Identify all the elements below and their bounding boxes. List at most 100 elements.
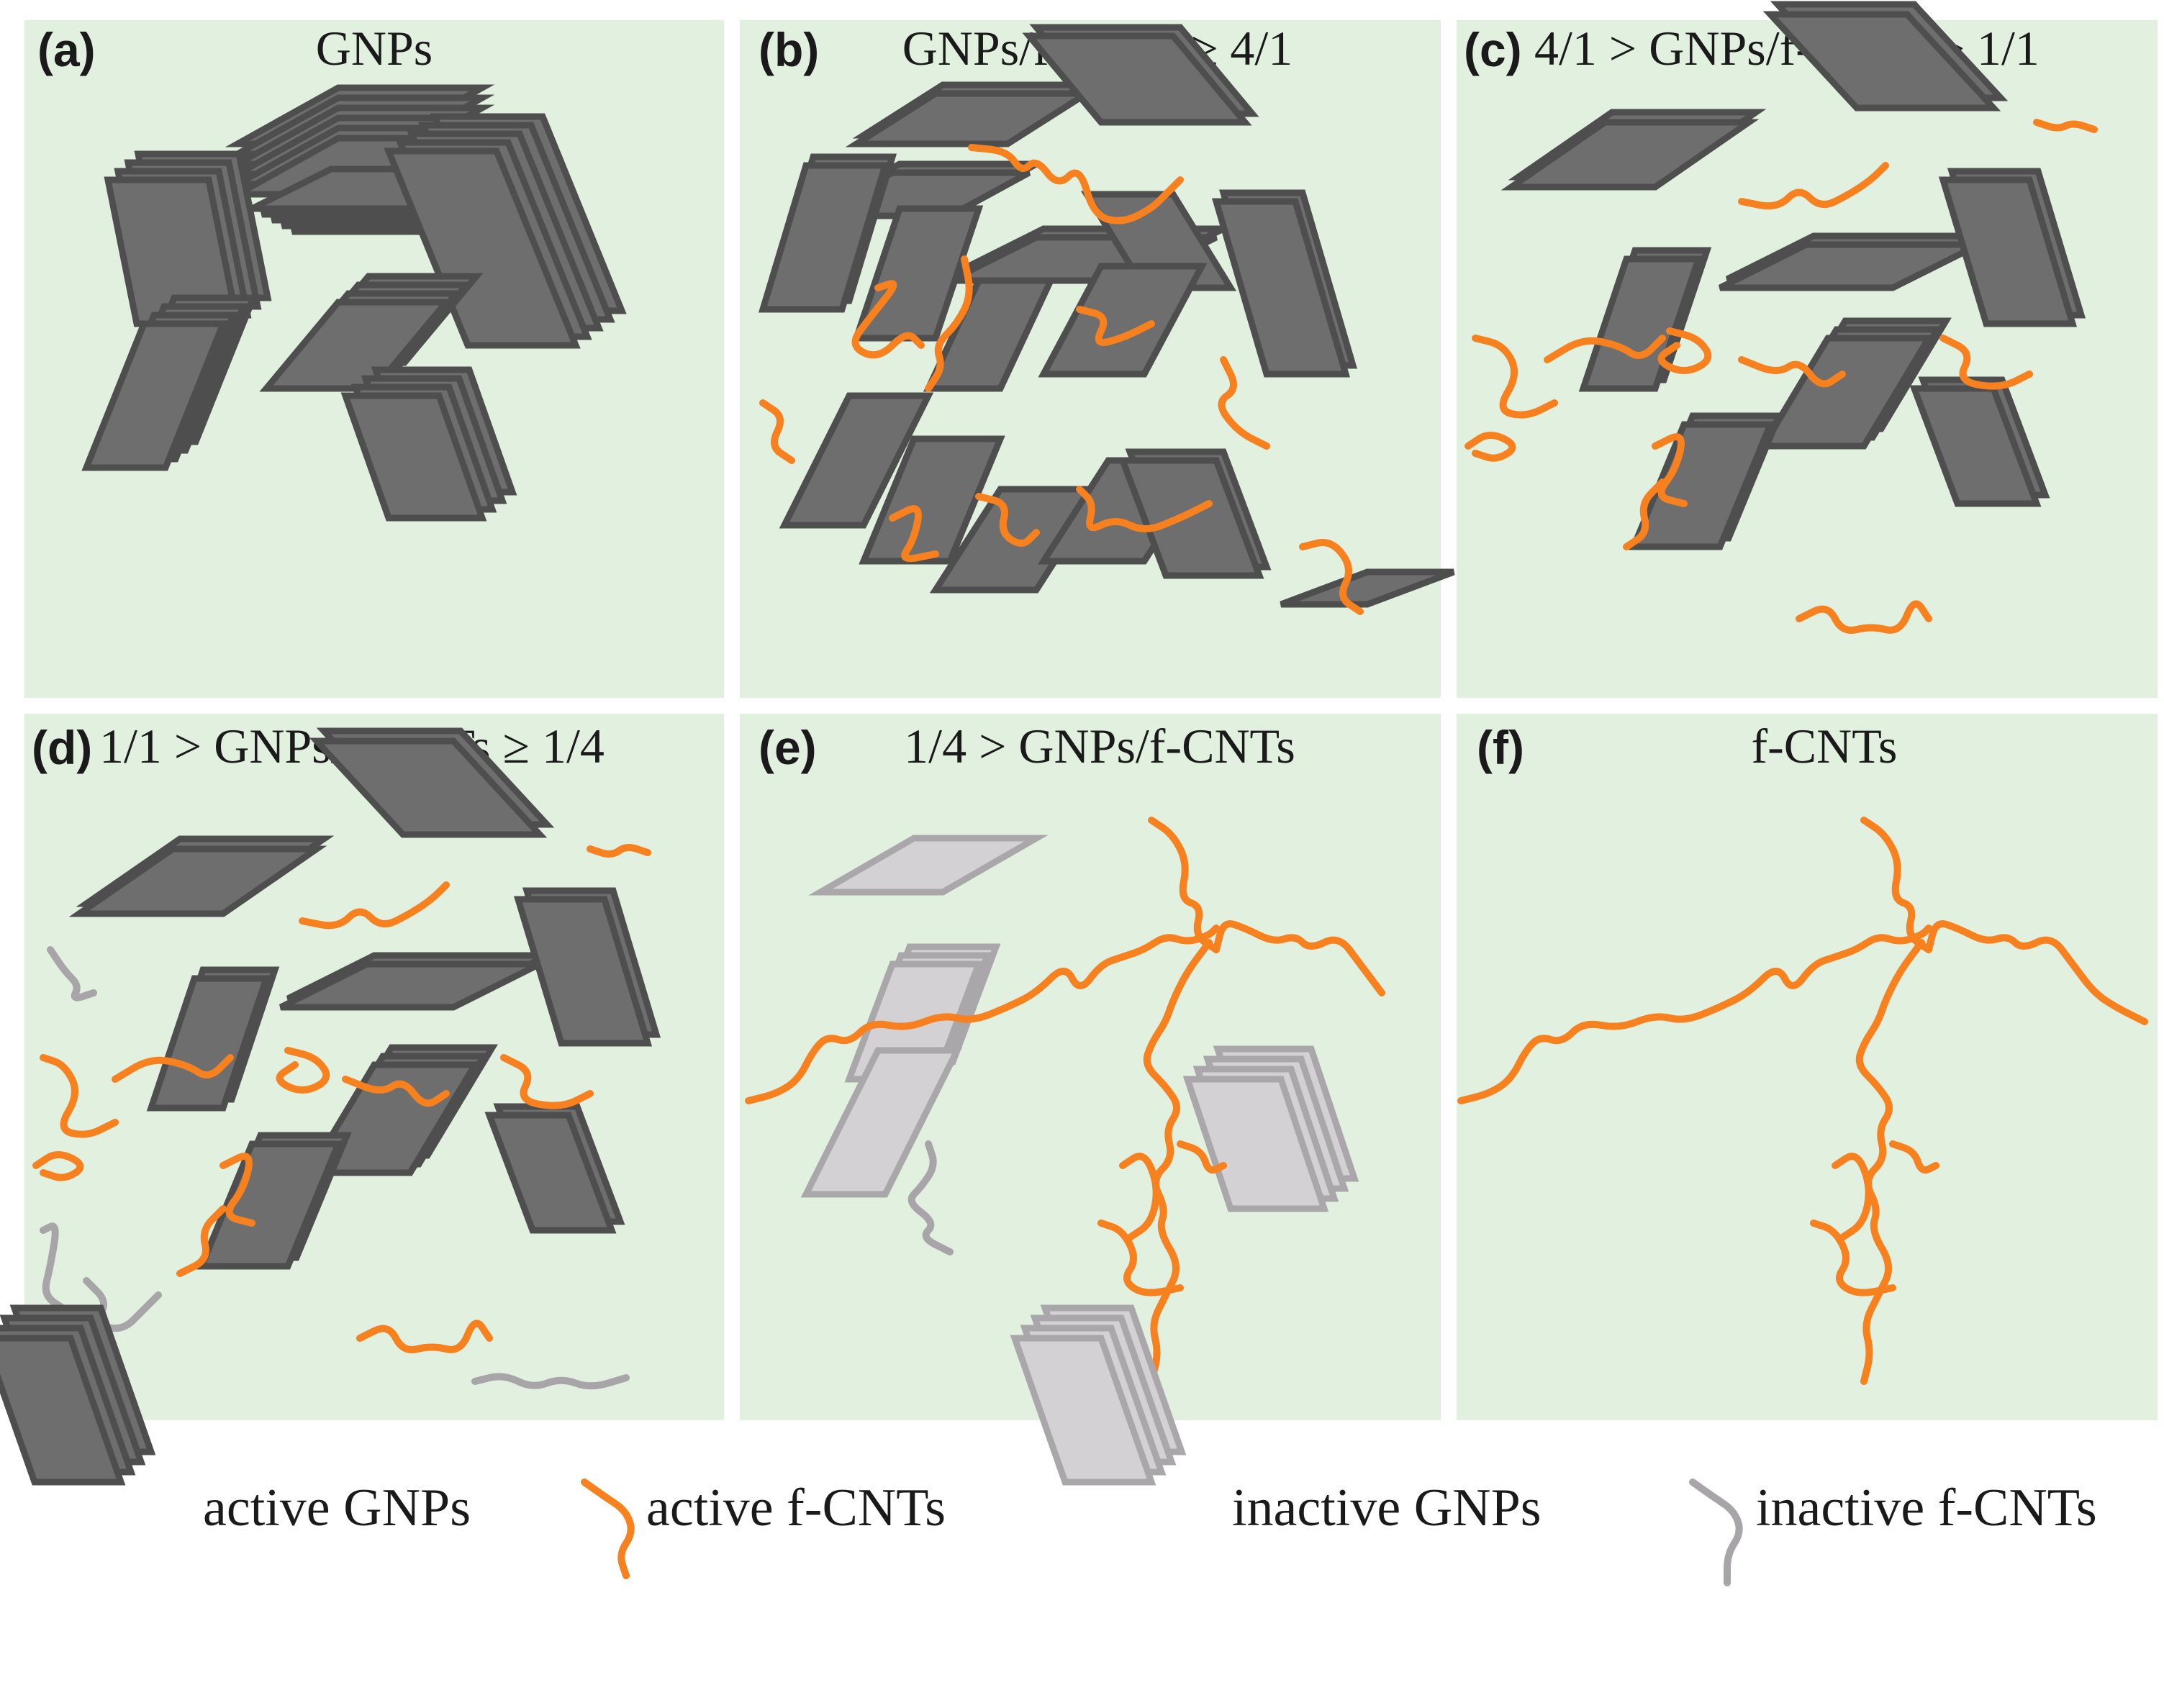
active-cnt-curve (299, 881, 450, 930)
inactive-cnt-curve (47, 946, 97, 1001)
cnt-path (1299, 539, 1364, 615)
gnp-stack-icon (1629, 412, 1784, 550)
gnp-stack-icon (758, 153, 897, 313)
panel-f-letter: (f) (1477, 721, 1524, 774)
cnt-path (1177, 1140, 1227, 1174)
panel-b-graphics (758, 24, 1455, 615)
cnt-path (1076, 486, 1213, 532)
gnp-stack-icon (81, 294, 258, 471)
legend-label-inactive-gnps: inactive GNPs (1232, 1478, 1541, 1537)
cnt-path (1148, 817, 1220, 953)
active-cnt-curve (1148, 817, 1220, 953)
active-cnt-curve (1738, 356, 1846, 388)
gnp-sheet (384, 147, 581, 349)
gnp-sheet (513, 896, 653, 1047)
gnp-stack-icon (800, 1047, 963, 1198)
active-cnt-curve (32, 1151, 84, 1181)
active-cnt-curve (1623, 478, 1666, 550)
cnt-path (1738, 356, 1846, 388)
cnt-path (1889, 1140, 1939, 1174)
active-cnt-curve (889, 505, 939, 563)
cnt-path (219, 1153, 255, 1227)
cnt-path (176, 1205, 227, 1277)
gnp-sheet (1500, 119, 1760, 191)
panel-a: (a) GNPs (24, 20, 724, 698)
legend-label-inactive-cnts: inactive f-CNTs (1756, 1478, 2097, 1537)
inactive-cnt-curve (907, 1140, 954, 1255)
gnp-sheet (68, 845, 327, 917)
inactive-cnt-curve (471, 1373, 630, 1390)
cnt-path (1472, 335, 1558, 419)
cnt-path (1097, 1219, 1184, 1296)
active-cnt-curve (1143, 939, 1213, 1385)
gnp-sheet (259, 299, 453, 392)
gnp-sheet (1938, 176, 2078, 327)
active-cnt-curve (1796, 600, 1932, 634)
gnp-stack-icon (1718, 232, 1988, 291)
gnp-stack-icon (196, 1132, 352, 1270)
active-cnt-curve (1544, 335, 1666, 363)
active-cnt-curve (1097, 1219, 1184, 1296)
gnp-stack-icon (384, 113, 627, 349)
active-cnt-curve (1177, 1140, 1227, 1174)
active-cnt-curve (1855, 939, 1925, 1385)
active-cnt-curve (356, 1319, 493, 1353)
cnt-path (925, 255, 973, 392)
gnp-sheet (808, 835, 1049, 896)
gnp-stack-icon (1182, 1045, 1359, 1212)
active-cnt-curve (176, 1205, 227, 1277)
cnt-path (968, 144, 1184, 224)
cnt-path (1832, 1153, 1873, 1241)
gnp-stack-icon (808, 835, 1049, 896)
cnt-path (759, 399, 795, 464)
gnp-sheet (1010, 1335, 1156, 1486)
gnp-sheet (859, 435, 1005, 565)
active-cnt-curve (1464, 432, 1516, 462)
active-cnt-curve (968, 144, 1184, 224)
active-cnt-curve (1925, 920, 2148, 1025)
active-cnt-curve (745, 925, 1220, 1104)
cnt-path (587, 844, 651, 858)
legend-label-active-gnps: active GNPs (203, 1478, 471, 1537)
panel-b-letter: (b) (759, 23, 819, 76)
gnp-sheet (758, 162, 890, 313)
gnp-sheet (1182, 1076, 1329, 1212)
cnt-path (32, 1151, 84, 1181)
gnp-stack-icon (309, 727, 555, 838)
gnp-stack-icon (1022, 24, 1259, 126)
cnt-path (1738, 162, 1889, 210)
panel-e-graphics (745, 817, 1385, 1385)
active-cnt-curve (1218, 356, 1270, 450)
gnp-stack-icon (259, 273, 484, 392)
cnt-path (1143, 939, 1213, 1385)
panel-b: (b) GNPs/f-CNTs ≥ 4/1 (740, 20, 1455, 698)
gnp-sheet (484, 1112, 617, 1234)
active-cnt-curve (1652, 433, 1688, 507)
gnp-stack-icon (859, 435, 1005, 565)
legend-item-active-cnts: active f-CNTs (581, 1478, 946, 1579)
active-cnt-curve (1939, 335, 2033, 390)
active-cnt-curve (1457, 925, 1932, 1104)
active-cnt-curve (759, 399, 795, 464)
active-cnt-curve (1889, 1140, 1939, 1174)
gnp-sheet (340, 392, 487, 522)
active-cnt-curve (587, 844, 651, 858)
cnt-path (745, 925, 1220, 1104)
gnp-sheet (0, 1335, 126, 1486)
cnt-path (851, 280, 925, 359)
gnp-sheet (1118, 457, 1264, 579)
cnt-path (1076, 306, 1155, 346)
active-cnt-curve (1076, 306, 1155, 346)
cnt-path (1544, 335, 1666, 363)
cnt-path (1213, 920, 1385, 996)
cnt-path (40, 1222, 68, 1313)
cnt-path (1810, 1219, 1896, 1296)
gnp-sheet (1280, 568, 1455, 608)
cnt-path (1652, 433, 1688, 507)
panel-d-letter: (d) (32, 721, 92, 774)
panel-a-graphics (81, 84, 627, 522)
legend-item-active-gnps: active GNPs (0, 1304, 471, 1537)
cnt-path (299, 881, 450, 930)
panel-c: (c) 4/1 > GNPs/f-CNTs ≥ 1/1 (1457, 1, 2158, 698)
gnp-stack-icon (1010, 1304, 1187, 1486)
